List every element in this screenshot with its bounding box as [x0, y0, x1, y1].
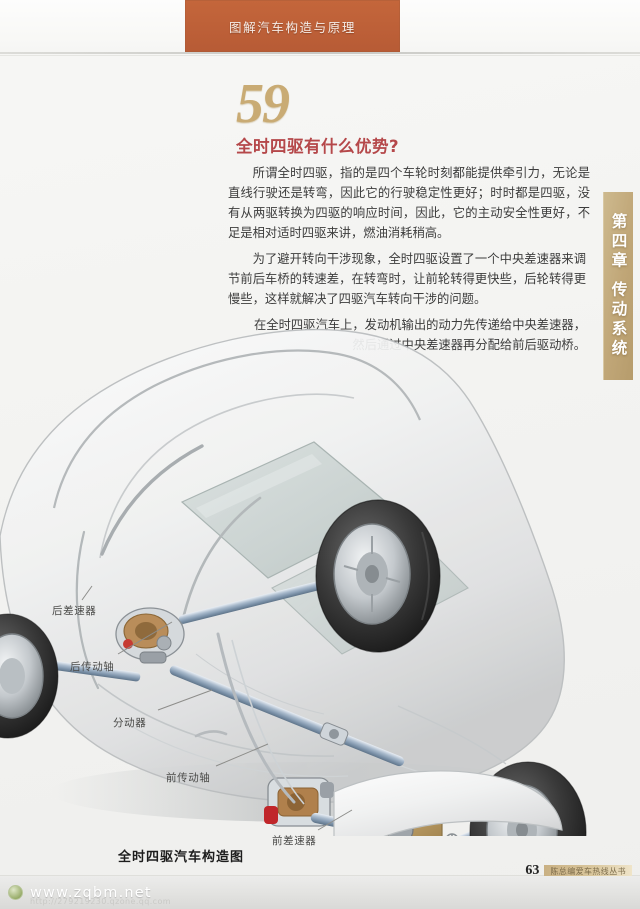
header-banner: 图解汽车构造与原理: [185, 0, 400, 52]
footer-block: 63 陈总编爱车热线丛书: [525, 863, 632, 879]
footer-divider: [0, 875, 640, 876]
header-divider-secondary: [0, 55, 640, 56]
watermark-logo-icon: [8, 885, 23, 900]
article-number: 59: [236, 73, 290, 135]
chapter-tab-label: 第四章 传动系统: [609, 213, 628, 359]
article-paragraph: 为了避开转向干涉现象，全时四驱设置了一个中央差速器来调节前后车桥的转速差，在转弯…: [228, 252, 586, 307]
door-handle: [194, 730, 228, 738]
article-column: 59 全时四驱有什么优势? 所谓全时四驱，指的是四个车轮时刻都能提供牵引力，无论…: [228, 73, 590, 355]
hood-ornament: [446, 833, 458, 836]
callout-rear-drive-shaft: 后传动轴: [70, 661, 115, 673]
imprint-bar: 陈总编爱车热线丛书: [544, 864, 632, 878]
page-number: 63: [525, 863, 540, 878]
chapter-tab: 第四章 传动系统: [603, 192, 633, 380]
wheel-rear-left: [0, 613, 59, 739]
callout-front-differential: 前差速器: [272, 835, 317, 847]
watermark-sub-url: http://279219230.qzone.qq.com: [30, 897, 171, 906]
header-divider: [0, 52, 640, 54]
rear-half-shaft-right: [178, 574, 351, 624]
front-fascia: S · KLASSE: [333, 770, 563, 836]
wheel-rear-right: [315, 499, 441, 653]
article-paragraph: 所谓全时四驱，指的是四个车轮时刻都能提供牵引力，无论是直线行驶还是转弯，因此它的…: [228, 166, 590, 241]
watermark-strip: www.zqbm.net http://279219230.qzone.qq.c…: [0, 876, 640, 909]
header-banner-title: 图解汽车构造与原理: [229, 19, 356, 35]
article-title: 全时四驱有什么优势?: [236, 137, 400, 157]
callout-front-drive-shaft: 前传动轴: [166, 772, 211, 784]
car-body-shell: [0, 328, 565, 803]
callout-transfer-case: 分动器: [113, 717, 147, 729]
page-header: 图解汽车构造与原理: [0, 0, 640, 52]
rear-universal-joint: [319, 722, 349, 746]
radiator-grille: [446, 833, 458, 836]
imprint-text: 陈总编爱车热线丛书: [550, 866, 626, 876]
car-cutaway-illustration: S · KLASSE: [0, 236, 622, 836]
watermark-url[interactable]: www.zqbm.net: [30, 884, 152, 901]
figure-caption: 全时四驱汽车构造图: [118, 850, 245, 865]
callout-rear-differential: 后差速器: [52, 605, 97, 617]
